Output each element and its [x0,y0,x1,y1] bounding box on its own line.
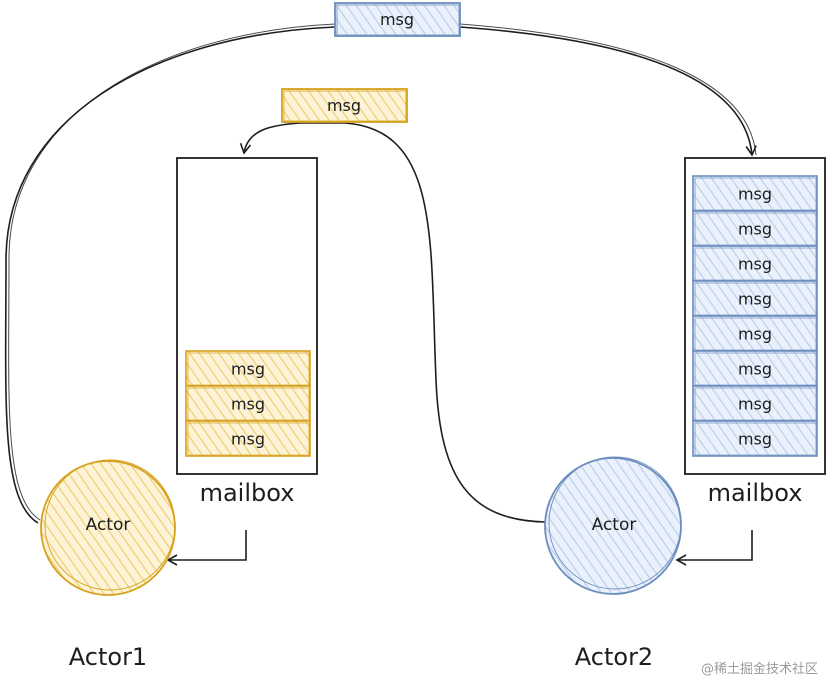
middle-message-label: msg [327,96,361,115]
mailbox-message-label: msg [738,185,772,204]
connector-mailbox2-to-actor2 [675,530,753,566]
actor-1-name: Actor1 [69,643,147,671]
connector-actor1-to-mailbox2 [4,26,752,524]
mailbox-message-label: msg [231,360,265,379]
connector-actor2-to-mailbox1 [239,122,546,523]
mailbox-1: msg msg msg mailbox [176,157,318,507]
mailbox-message-label: msg [738,290,772,309]
top-message-label: msg [380,10,414,29]
mailbox-message-label: msg [231,395,265,414]
mailbox-message-label: msg [738,255,772,274]
mailbox-message: msg [692,350,818,387]
mailbox-message: msg [692,385,818,422]
top-message: msg [334,2,461,37]
mailbox-message-label: msg [738,220,772,239]
mailbox-message-label: msg [738,325,772,344]
mailbox-message: msg [692,420,818,457]
mailbox-1-label: mailbox [200,479,295,507]
mailbox-message: msg [185,350,311,387]
actor-2-label: Actor [592,515,637,535]
mailbox-message: msg [692,315,818,352]
mailbox-2-label: mailbox [708,479,803,507]
middle-message: msg [281,88,408,123]
mailbox-message: msg [692,210,818,247]
mailbox-message-label: msg [738,395,772,414]
watermark: @稀土掘金技术社区 [701,661,818,677]
mailbox-message: msg [185,420,311,457]
actor-2: Actor [544,456,682,595]
mailbox-message: msg [185,385,311,422]
mailbox-message: msg [692,245,818,282]
mailbox-message-label: msg [738,430,772,449]
actor-1-label: Actor [86,515,131,535]
mailbox-2: msg msg msg msg msg msg msg msg mailbox [684,157,826,507]
connector-mailbox1-to-actor1 [166,530,247,566]
mailbox-message-label: msg [231,430,265,449]
mailbox-message-label: msg [738,360,772,379]
mailbox-message: msg [692,280,818,317]
actor-2-name: Actor2 [575,643,653,671]
mailbox-message: msg [692,175,818,212]
actor-1: Actor [40,459,176,596]
